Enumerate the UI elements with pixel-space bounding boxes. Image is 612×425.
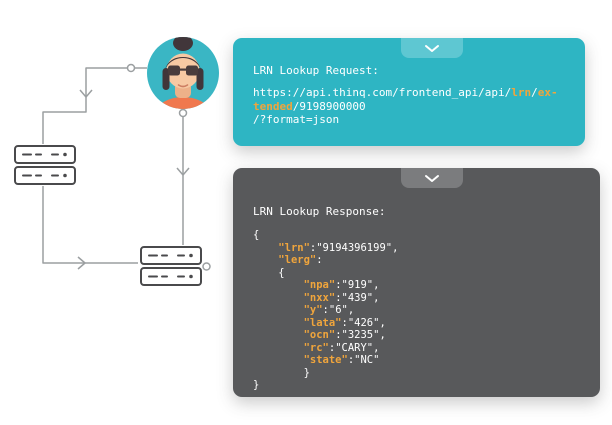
code-line: "lrn":"9194396199",: [278, 241, 399, 254]
code-line: "npa":"919",: [303, 279, 380, 291]
arrow-right-icon: [77, 256, 86, 270]
response-panel: LRN Lookup Response: { "lrn":"9194396199…: [233, 168, 600, 397]
chevron-down-icon: [425, 174, 439, 182]
server-stack-bottom: [140, 246, 202, 286]
chevron-down-icon: [425, 44, 439, 52]
code-line: "lata":"426",: [303, 316, 386, 329]
code-line: "lerg":: [278, 254, 323, 266]
connector-lines: [42, 67, 190, 270]
code-line: {: [253, 229, 260, 241]
arrow-down-icon: [176, 167, 190, 176]
response-collapse-button[interactable]: [401, 168, 463, 188]
arrow-down-icon: [79, 89, 93, 98]
avatar-face: [166, 53, 200, 89]
code-line: }: [253, 379, 260, 391]
code-line: https://api.thinq.com/frontend_api/api/l…: [253, 86, 558, 99]
request-code: https://api.thinq.com/frontend_api/api/l…: [253, 86, 571, 127]
avatar-hair-bun: [173, 37, 193, 51]
request-panel: LRN Lookup Request: https://api.thinq.co…: [233, 38, 585, 146]
request-collapse-button[interactable]: [401, 38, 463, 58]
flow-node: [126, 63, 136, 73]
request-title: LRN Lookup Request:: [253, 64, 379, 77]
code-line: "y":"6",: [303, 304, 355, 316]
code-line: "ocn":"3235",: [303, 329, 386, 341]
code-line: "state":"NC": [303, 354, 380, 366]
flow-node: [202, 262, 211, 271]
code-line: }: [253, 366, 310, 379]
code-line: /?format=json: [253, 113, 340, 126]
user-avatar: [147, 37, 219, 109]
server-stack-left: [14, 145, 76, 185]
avatar-glasses: [168, 65, 198, 76]
code-line: "nxx":"439",: [303, 291, 380, 304]
response-code: { "lrn":"9194396199", "lerg": { "npa":"9…: [253, 229, 586, 392]
flow-node: [178, 108, 188, 118]
code-line: tended/9198900000: [253, 99, 366, 113]
response-title: LRN Lookup Response:: [253, 205, 386, 218]
code-line: {: [253, 266, 285, 279]
code-line: "rc":"CARY",: [303, 341, 380, 354]
